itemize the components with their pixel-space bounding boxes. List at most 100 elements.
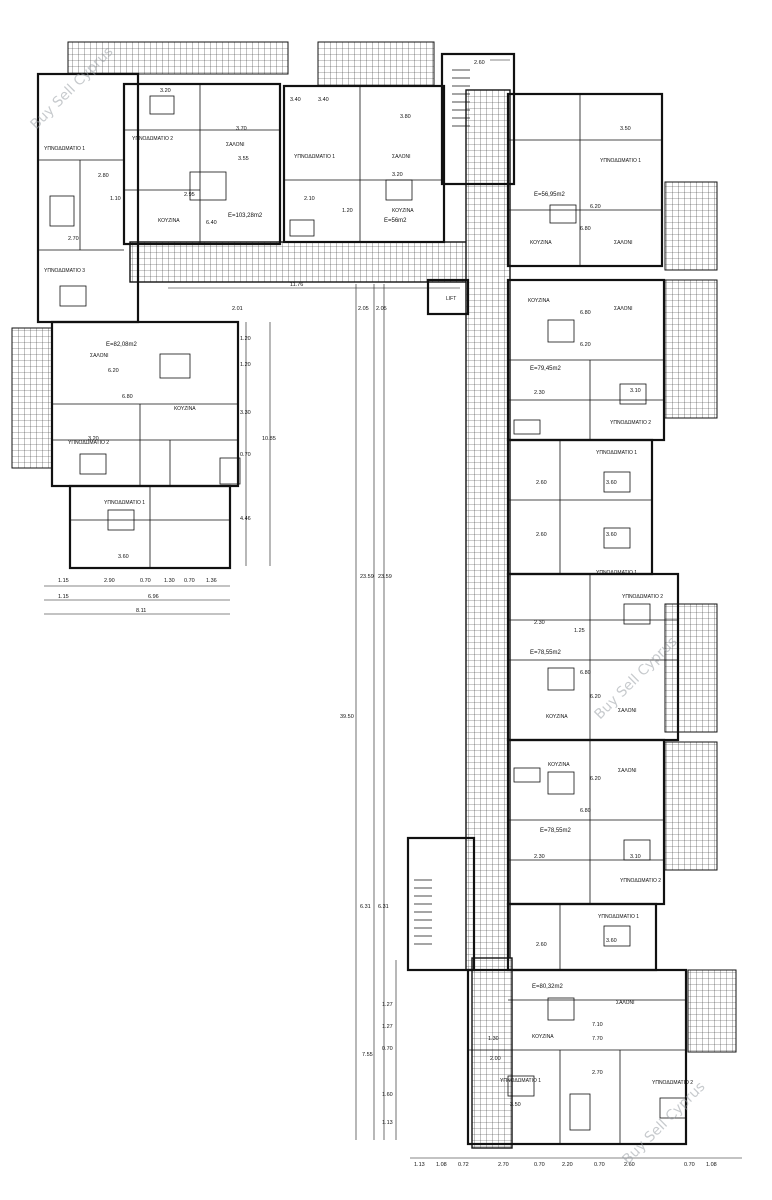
dim-text: 6.96: [148, 594, 159, 600]
area-label: E=82,08m2: [106, 342, 138, 348]
room-dim: 3.55: [238, 156, 249, 162]
area-label: E=80,32m2: [532, 984, 564, 990]
dim-text: 0.70: [382, 1046, 393, 1052]
room-dim: 2.60: [536, 480, 547, 486]
room-dim: 2.70: [68, 236, 79, 242]
room-label: ΣΑΛΟΝΙ: [618, 768, 637, 774]
room-dim: 3.80: [400, 114, 411, 120]
room-label: ΥΠΝΟΔΩΜΑΤΙΟ 2: [610, 420, 651, 426]
room-label: ΥΠΝΟΔΩΜΑΤΙΟ 2: [652, 1080, 693, 1086]
dim-text: 1.08: [706, 1162, 717, 1168]
dim-text: 23.59: [378, 574, 392, 580]
dim-text: 2.60: [474, 60, 485, 66]
room-dim: 3.40: [290, 97, 301, 103]
room-dim: 3.20: [88, 436, 99, 442]
dim-text: 1.15: [58, 578, 69, 584]
room-label: ΣΑΛΟΝΙ: [90, 353, 109, 359]
dim-text: 11.76: [290, 282, 303, 288]
room-dim: 2.10: [304, 196, 315, 202]
dim-text: 2.20: [562, 1162, 573, 1168]
room-label: ΚΟΥΖΙΝΑ: [546, 714, 568, 720]
dim-text: 0.70: [184, 578, 195, 584]
dim-text: 1.15: [58, 594, 69, 600]
area-label: E=78,55m2: [540, 828, 572, 834]
room-dim: 6.20: [108, 368, 119, 374]
room-label: ΚΟΥΖΙΝΑ: [158, 218, 180, 224]
room-dim: 3.60: [606, 480, 617, 486]
lift-label: LIFT: [446, 296, 456, 302]
room-label: ΥΠΝΟΔΩΜΑΤΙΟ 1: [600, 158, 641, 164]
room-label: ΥΠΝΟΔΩΜΑΤΙΟ 1: [294, 154, 335, 160]
dim-text: 4.46: [240, 516, 251, 522]
room-label: ΥΠΝΟΔΩΜΑΤΙΟ 1: [44, 146, 85, 152]
room-label: ΣΑΛΟΝΙ: [616, 1000, 635, 1006]
room-label: ΚΟΥΖΙΝΑ: [392, 208, 414, 214]
room-dim: 6.20: [580, 342, 591, 348]
room-label: ΥΠΝΟΔΩΜΑΤΙΟ 2: [68, 440, 109, 446]
room-dim: 3.70: [236, 126, 247, 132]
room-label: ΚΟΥΖΙΝΑ: [528, 298, 550, 304]
dim-text: 0.72: [458, 1162, 469, 1168]
corridor: [129, 89, 513, 1149]
room-dim: 1.20: [342, 208, 353, 214]
dim-text: 10.85: [262, 436, 276, 442]
room-dim: 3.50: [510, 1102, 521, 1108]
dim-text: 0.70: [684, 1162, 695, 1168]
dim-text: 1.13: [414, 1162, 425, 1168]
dim-text: 23.59: [360, 574, 374, 580]
room-label: ΣΑΛΟΝΙ: [614, 240, 633, 246]
room-dim: 2.00: [490, 1056, 501, 1062]
room-label: ΥΠΝΟΔΩΜΑΤΙΟ 2: [622, 594, 663, 600]
room-dim: 2.30: [534, 620, 545, 626]
room-dim: 2.95: [184, 192, 195, 198]
apartment-walls: [36, 52, 688, 1146]
room-dim: 2.60: [536, 532, 547, 538]
area-label: E=56m2: [384, 218, 407, 224]
dim-text: 2.01: [232, 306, 243, 312]
room-dim: 7.70: [592, 1036, 603, 1042]
watermarks: Buy Sell Cyprus Buy Sell Cyprus Buy Sell…: [28, 44, 709, 1168]
room-label: ΥΠΝΟΔΩΜΑΤΙΟ 1: [104, 500, 145, 506]
room-dim: 1.25: [574, 628, 585, 634]
room-label: ΚΟΥΖΙΝΑ: [174, 406, 196, 412]
balconies: [11, 41, 737, 1053]
room-label: ΚΟΥΖΙΝΑ: [548, 762, 570, 768]
room-labels: ΥΠΝΟΔΩΜΑΤΙΟ 1 ΥΠΝΟΔΩΜΑΤΙΟ 2 ΣΑΛΟΝΙ ΚΟΥΖΙ…: [44, 136, 693, 1086]
room-label: ΣΑΛΟΝΙ: [392, 154, 411, 160]
dim-text: 8.11: [136, 608, 146, 614]
room-dim: 6.20: [590, 694, 601, 700]
plan-dimensions: 11.76 2.60 3.40 2.05 2.05 2.01 1.20 1.20…: [58, 60, 717, 1168]
room-dim: 3.60: [118, 554, 129, 560]
room-dim: 3.10: [630, 854, 641, 860]
interior-partitions: [38, 84, 686, 1144]
room-label: ΥΠΝΟΔΩΜΑΤΙΟ 1: [500, 1078, 541, 1084]
dim-text: 7.55: [362, 1052, 373, 1058]
room-label: ΚΟΥΖΙΝΑ: [532, 1034, 554, 1040]
room-dim: 6.80: [580, 226, 591, 232]
area-label: E=56,95m2: [534, 192, 566, 198]
dim-text: 6.31: [360, 904, 371, 910]
dim-text: 2.70: [498, 1162, 509, 1168]
room-dim: 1.10: [110, 196, 121, 202]
room-dim: 6.20: [590, 204, 601, 210]
room-dim: 7.10: [592, 1022, 603, 1028]
dim-text: 1.60: [382, 1092, 393, 1098]
room-dim: 6.80: [580, 670, 591, 676]
dim-text: 2.90: [104, 578, 115, 584]
room-dim: 3.20: [160, 88, 171, 94]
dim-text: 1.30: [164, 578, 175, 584]
room-label: ΥΠΝΟΔΩΜΑΤΙΟ 1: [598, 914, 639, 920]
watermark-text: Buy Sell Cyprus: [620, 1079, 709, 1168]
dim-text: 2.60: [624, 1162, 635, 1168]
dim-text: 3.30: [240, 410, 251, 416]
room-label: ΚΟΥΖΙΝΑ: [530, 240, 552, 246]
room-dimension-labels: 3.20 3.70 3.55 6.40 2.95 2.80 1.10 2.70 …: [68, 88, 641, 1108]
dim-text: 0.70: [594, 1162, 605, 1168]
dim-text: 1.27: [382, 1024, 393, 1030]
dimension-lines: [44, 59, 742, 1159]
room-dim: 6.80: [580, 808, 591, 814]
room-dim: 3.50: [620, 126, 631, 132]
room-label: ΥΠΝΟΔΩΜΑΤΙΟ 2: [620, 878, 661, 884]
room-dim: 2.60: [536, 942, 547, 948]
room-dim: 6.80: [122, 394, 133, 400]
